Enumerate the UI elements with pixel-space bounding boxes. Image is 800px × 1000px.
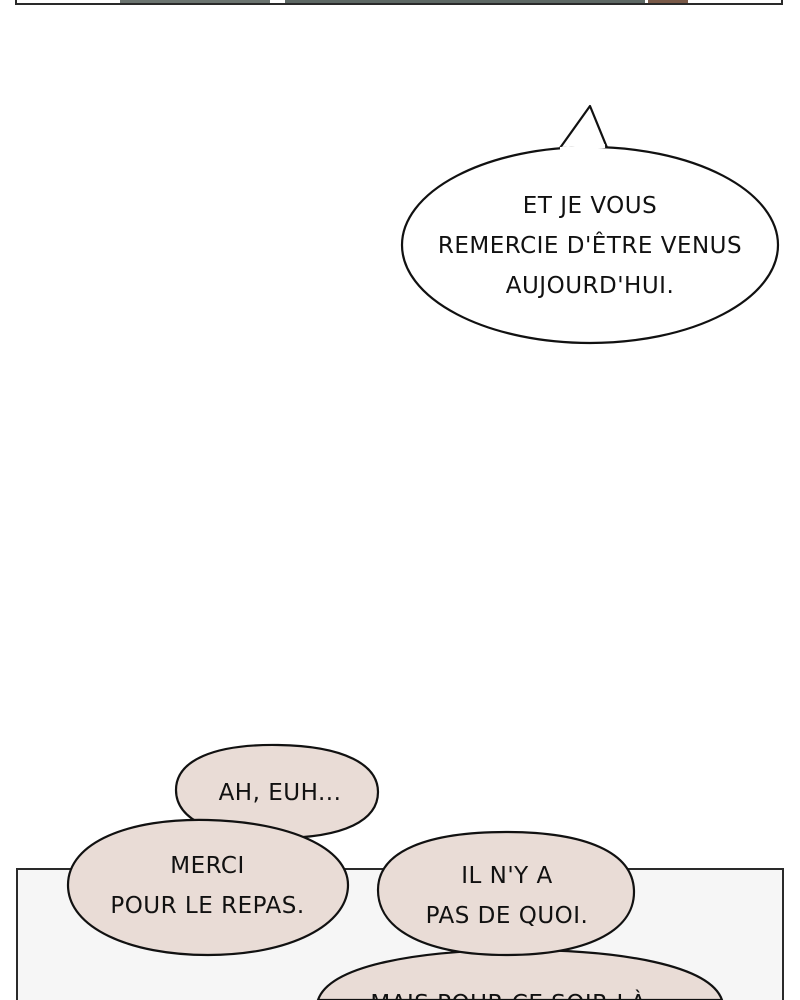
speech-balloon-merci (66, 818, 350, 957)
balloon-line: ET JE VOUS (522, 193, 658, 219)
speech-balloon-thanks (400, 104, 780, 345)
balloon-text-thanks: ET JE VOUS REMERCIE D'ÊTRE VENUS AUJOURD… (400, 186, 780, 306)
balloon-line: PAS DE QUOI. (425, 903, 589, 929)
balloon-line: POUR LE REPAS. (110, 893, 305, 919)
balloon-line: MERCI (170, 853, 245, 879)
balloon-line: AUJOURD'HUI. (505, 273, 675, 299)
balloon-text-bottom-partial: MAIS POUR CE SOIR-LÀ... (330, 984, 710, 1000)
balloon-text-merci: MERCI POUR LE REPAS. (70, 846, 345, 926)
balloon-text-ah: AH, EUH... (180, 773, 380, 813)
speech-balloon-ilnya (376, 830, 636, 957)
top-panel-remnant (15, 0, 783, 5)
balloon-line: IL N'Y A (461, 863, 553, 889)
balloon-line: MAIS POUR CE SOIR-LÀ... (330, 984, 710, 1000)
balloon-line: REMERCIE D'ÊTRE VENUS (437, 233, 743, 259)
balloon-line: AH, EUH... (218, 780, 342, 806)
balloon-text-ilnya: IL N'Y A PAS DE QUOI. (380, 856, 634, 936)
